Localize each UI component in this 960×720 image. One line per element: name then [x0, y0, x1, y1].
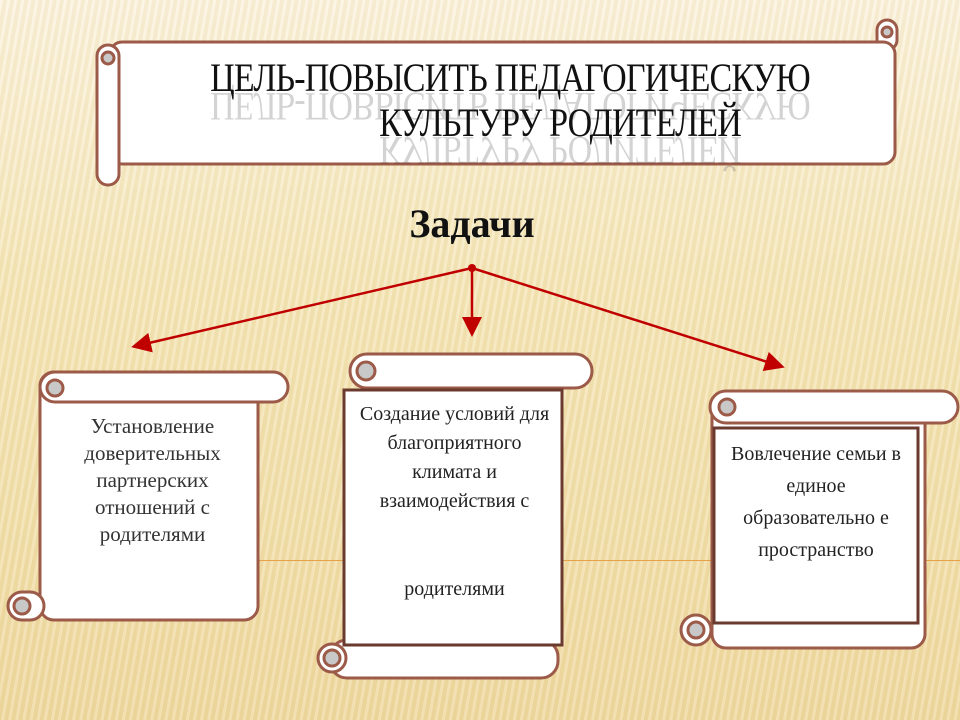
- tasks-heading: Задачи: [409, 201, 535, 246]
- arrow-right: [471, 266, 785, 371]
- goal-title-line2: КУЛЬТУРУ РОДИТЕЛЕЙ: [379, 100, 742, 145]
- task-2-text: Создание условий для благоприятного клим…: [359, 403, 550, 512]
- task-scroll-2: [316, 352, 594, 680]
- task-3-text: Вовлечение семьи в единое образовательно…: [730, 443, 902, 561]
- arrows: [131, 266, 785, 371]
- goal-scroll: [95, 18, 899, 187]
- task-2-text-end: родителями: [404, 578, 505, 600]
- task-scroll-3: [679, 389, 960, 650]
- task-1-text: Установление доверительных партнерских о…: [84, 414, 221, 546]
- decorative-line: [250, 560, 960, 561]
- goal-title-line2-reflection: КУЛЬТУРУ РОДИТЕЛЕЙ: [379, 128, 741, 173]
- arrow-origin-dot: [468, 264, 476, 272]
- goal-title-line1: ЦЕЛЬ-ПОВЫСИТЬ ПЕДАГОГИЧЕСКУЮ: [210, 55, 810, 100]
- arrow-left: [131, 266, 473, 353]
- task-scroll-1: [6, 370, 290, 622]
